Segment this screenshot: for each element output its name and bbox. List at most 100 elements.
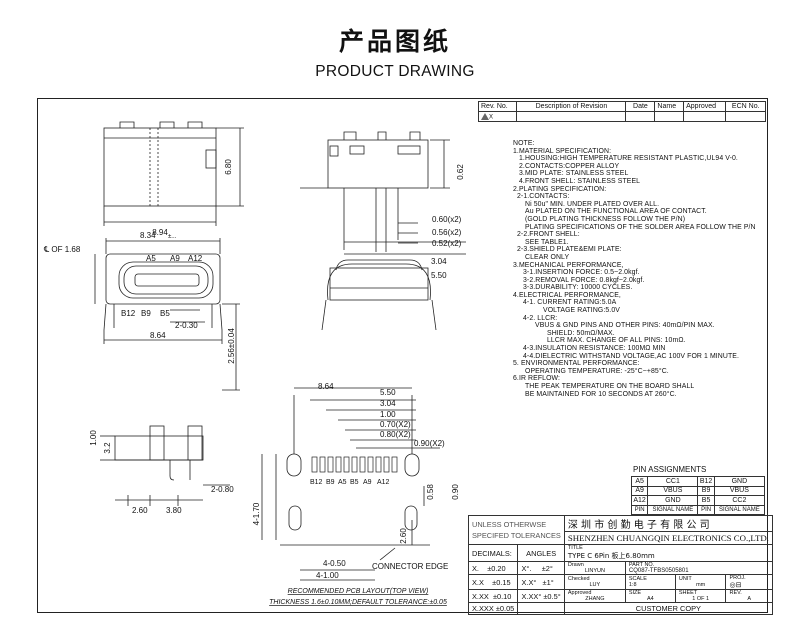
decimals-label: DECIMALS: <box>467 544 519 562</box>
specified-label: SPECIFED TOLERANCES <box>472 531 561 540</box>
customer-copy: CUSTOMER COPY <box>563 602 773 615</box>
pin-label-a5: A5 <box>146 254 156 263</box>
title-label: TITLE <box>567 545 583 551</box>
dim-side-060: 0.60(x2) <box>432 215 462 224</box>
pin-cell: A9 <box>630 485 649 497</box>
note-line: SEE TABLE1. <box>525 238 569 246</box>
dim-left-2080: 2-0.80 <box>211 485 234 494</box>
pin-cell: B5 <box>697 495 715 506</box>
page-title-en: PRODUCT DRAWING <box>315 63 475 80</box>
note-line: 2-3.SHIELD PLATE&EMI PLATE: <box>517 246 622 254</box>
dim-side-062: 0.62 <box>456 164 465 180</box>
note-line: 2.CONTACTS:COPPER ALLOY <box>519 162 620 170</box>
note-line: 1.HOUSING:HIGH TEMPERATURE RESISTANT PLA… <box>519 155 738 163</box>
left-side-view <box>100 425 230 506</box>
note-line: VBUS & GND PINS AND OTHER PINS: 40mΩ/PIN… <box>535 322 715 330</box>
pcb-caption-tolerance: THICKNESS 1.6±0.10MM;DEFAULT TOLERANCE:±… <box>269 599 447 606</box>
note-line: 3-3.DURABILITY: 10000 CYCLES. <box>523 284 633 292</box>
note-line: OPERATING TEMPERATURE: -25°C~+85°C. <box>525 367 669 375</box>
dim-left-100: 1.00 <box>89 430 98 446</box>
rev-ecn-header: ECN No. <box>725 101 766 112</box>
revision-table: Rev. No. Description of Revision Date Na… <box>477 101 766 122</box>
note-line: NOTE: <box>513 140 535 147</box>
pin-cell: VBUS <box>647 485 699 497</box>
pin-cell: PIN <box>630 504 649 516</box>
dim-pcb-058: 0.58 <box>426 484 435 500</box>
note-line: 5. ENVIRONMENTAL PERFORMANCE: <box>513 360 640 368</box>
pin-label-b5: B5 <box>160 309 170 318</box>
rear-view <box>321 259 437 331</box>
title-value: TYPE C 6Pin 板上6.80mm <box>567 552 655 560</box>
dim-left-32: 3.2 <box>103 442 112 454</box>
rev-approved-header: Approved <box>683 101 727 112</box>
pin-cell: CC2 <box>713 495 766 506</box>
note-line: 6.IR REFLOW: <box>513 375 561 383</box>
rev-name-header: Name <box>654 101 685 112</box>
dim-2-030: 2-0.30 <box>175 321 198 330</box>
dim-pcb-260: 2.60 <box>399 528 408 544</box>
dim-top-height: 6.80 <box>224 159 233 175</box>
tol-row-1: X.X ±0.15 <box>467 574 519 590</box>
pin-cell: B9 <box>697 485 715 497</box>
pcb-pin-a5: A5 <box>338 479 347 486</box>
centerline-label: ℄ OF 1.68 <box>43 245 81 254</box>
unless-label: UNLESS OTHERWSE <box>472 520 547 529</box>
pin-cell: VBUS <box>713 485 766 497</box>
pin-cell: GND <box>713 476 766 487</box>
triangle-icon <box>481 112 489 120</box>
pin-cell: A12 <box>630 495 649 506</box>
dim-pcb-550: 5.50 <box>380 388 396 397</box>
top-view <box>103 121 244 226</box>
note-line: 2-1.CONTACTS: <box>517 193 570 201</box>
note-line: LLCR MAX. CHANGE OF ALL PINS: 10mΩ. <box>547 337 686 345</box>
pcb-pin-a9: A9 <box>363 479 372 486</box>
dim-front-width-suffix: ±... <box>168 234 177 240</box>
dim-side-550: 5.50 <box>431 271 447 280</box>
mechanical-drawing-area: 8.94 6.80 8.34 ±... ℄ OF 1.68 A5 A9 A12 … <box>43 121 466 606</box>
pcb-pin-b5: B5 <box>350 479 359 486</box>
dim-pcb-4100: 4-1.00 <box>316 571 339 580</box>
dim-pcb-4170: 4-1.70 <box>252 502 261 525</box>
dim-side-056: 0.56(x2) <box>432 228 462 237</box>
dim-pcb-4050: 4-0.50 <box>323 559 346 568</box>
tol-row-0: X. ±0.20 <box>467 561 519 575</box>
company-name-en: SHENZHEN CHUANGQIN ELECTRONICS CO.,LTD. <box>563 531 773 545</box>
pin-cell: PIN <box>697 504 715 516</box>
pin-label-b9: B9 <box>141 309 151 318</box>
pcb-pin-b12: B12 <box>310 479 323 486</box>
rev-date-header: Date <box>625 101 656 112</box>
note-line: 4-1. CURRENT RATING:5.0A <box>523 299 617 307</box>
pin-cell: CC1 <box>647 476 699 487</box>
connector-edge-label: CONNECTOR EDGE <box>372 562 448 571</box>
pin-cell: B12 <box>697 476 715 487</box>
pin-cell: A5 <box>630 476 649 487</box>
dim-pcb-070: 0.70(X2) <box>380 420 411 429</box>
tolerance-heading: UNLESS OTHERWSE SPECIFED TOLERANCES <box>468 515 565 545</box>
notes-block: NOTE:1.MATERIAL SPECIFICATION:1.HOUSING:… <box>513 140 768 398</box>
dim-side-304: 3.04 <box>431 257 447 266</box>
pin-cell: SIGNAL NAME <box>647 504 699 516</box>
note-line: 1.MATERIAL SPECIFICATION: <box>513 147 612 155</box>
note-line: 3-2.REMOVAL FORCE: 0.8kgf~2.0kgf. <box>523 276 645 284</box>
dim-pcb-090: 0.90(X2) <box>414 439 445 448</box>
note-line: 4-3.INSULATION RESISTANCE: 100MΩ MIN <box>523 345 666 353</box>
dim-pcb-090v: 0.90 <box>451 484 460 500</box>
pcb-pin-b9: B9 <box>326 479 335 486</box>
title-block: UNLESS OTHERWSE SPECIFED TOLERANCES 深 圳 … <box>467 515 773 615</box>
note-line: Ni 50u" MIN. UNDER PLATED OVER ALL. <box>525 200 660 208</box>
note-line: VOLTAGE RATING:5.0V <box>543 307 620 315</box>
page-title-cn: 产品图纸 <box>338 27 451 56</box>
pcb-caption-title: RECOMMENDED PCB LAYOUT(TOP VIEW) <box>288 588 429 595</box>
dim-pcb-080: 0.80(X2) <box>380 430 411 439</box>
dim-pcb-100: 1.00 <box>380 410 396 419</box>
note-line: SHIELD: 50mΩ/MAX. <box>547 329 615 337</box>
dim-left-260: 2.60 <box>132 506 148 515</box>
projection-icon: ◎⊟ <box>729 582 742 589</box>
note-line: 4-2. LLCR: <box>523 314 558 322</box>
dim-left-380: 3.80 <box>166 506 182 515</box>
note-line: 3-1.INSERTION FORCE: 0.5~2.0kgf. <box>523 269 640 277</box>
note-line: Au PLATED ON THE FUNCTIONAL AREA OF CONT… <box>525 208 707 216</box>
note-line: BE MAINTAINED FOR 10 SECONDS AT 260°C. <box>525 390 677 398</box>
